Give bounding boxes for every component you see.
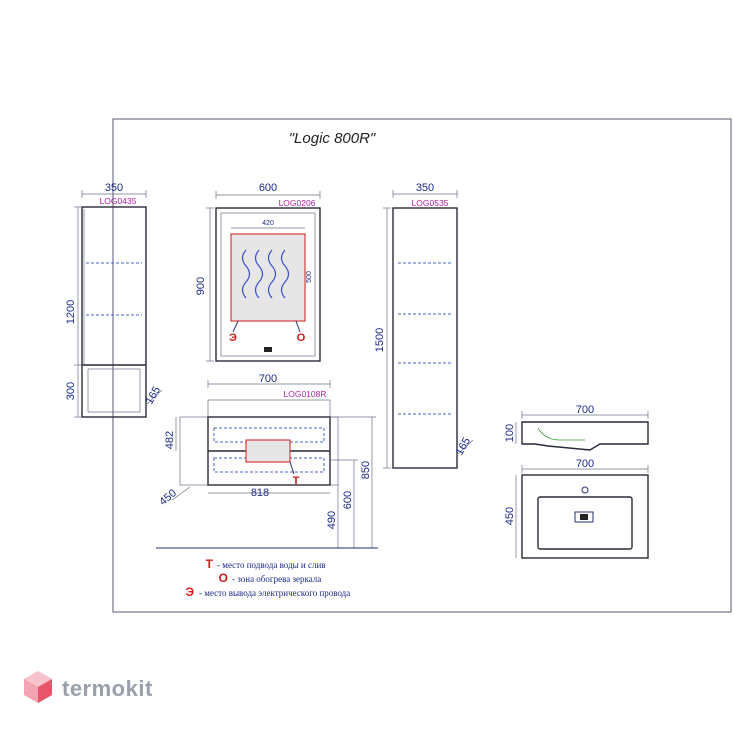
- tall-cabinet: 350 LOG0435 1200 300 165: [65, 182, 163, 418]
- mark-o: О: [297, 332, 306, 344]
- vanity-h1: 490: [326, 511, 338, 529]
- mirror-width: 600: [259, 182, 277, 194]
- mirror-height: 900: [195, 277, 207, 295]
- legend: Т - место подвода воды и слив О - зона о…: [185, 557, 350, 599]
- vanity-depth: 450: [157, 487, 179, 508]
- tall-cabinet-height-base: 300: [65, 382, 77, 400]
- water-supply-zone: [245, 439, 291, 463]
- mark-e: Э: [229, 332, 237, 344]
- drawing-title: "Logic 800R": [289, 130, 376, 147]
- brand-name: termokit: [62, 676, 153, 701]
- vanity-width: 700: [259, 373, 277, 385]
- basin-side-view: 700 100: [504, 404, 649, 451]
- column-width: 350: [416, 182, 434, 194]
- column-cabinet: 350 LOG0535 1500 165: [374, 182, 474, 469]
- tall-cabinet-height-main: 1200: [65, 300, 77, 324]
- mirror-cabinet: 600 LOG0206 900 420 500 Э О: [195, 182, 321, 362]
- tall-cabinet-code: LOG0435: [100, 196, 137, 206]
- legend-text-o: - зона обогрева зеркала: [232, 574, 321, 584]
- vanity-unit: 700 LOG0108R Т 482 818 450 490 600 850: [156, 373, 378, 549]
- mirror-zone-height: 500: [306, 271, 313, 283]
- vanity-inner-width: 818: [251, 487, 269, 499]
- vanity-h3: 850: [360, 461, 372, 479]
- legend-text-t: - место подвода воды и слив: [217, 560, 326, 570]
- mark-t: Т: [293, 475, 300, 487]
- vanity-h2: 600: [342, 491, 354, 509]
- basin-side-height: 100: [504, 424, 516, 442]
- legend-key-t: Т: [206, 557, 214, 571]
- vanity-code: LOG0108R: [284, 389, 327, 399]
- mirror-code: LOG0206: [279, 198, 316, 208]
- tap-hole-icon: [581, 486, 589, 494]
- brand-logo-icon: [24, 671, 52, 703]
- basin-top-width: 700: [576, 458, 594, 470]
- legend-key-e: Э: [185, 585, 194, 599]
- basin-top-view: 700 450: [504, 458, 649, 559]
- legend-text-e: - место вывода электрического провода: [199, 588, 350, 598]
- mirror-switch-icon: [264, 347, 272, 352]
- tall-cabinet-width: 350: [105, 182, 123, 194]
- vanity-height: 482: [164, 431, 176, 449]
- legend-key-o: О: [219, 571, 228, 585]
- basin-top-depth: 450: [504, 507, 516, 525]
- mirror-zone-width: 420: [262, 220, 274, 227]
- heating-zone: [230, 233, 306, 322]
- column-height: 1500: [374, 328, 386, 352]
- column-code: LOG0535: [412, 198, 449, 208]
- basin-side-width: 700: [576, 404, 594, 416]
